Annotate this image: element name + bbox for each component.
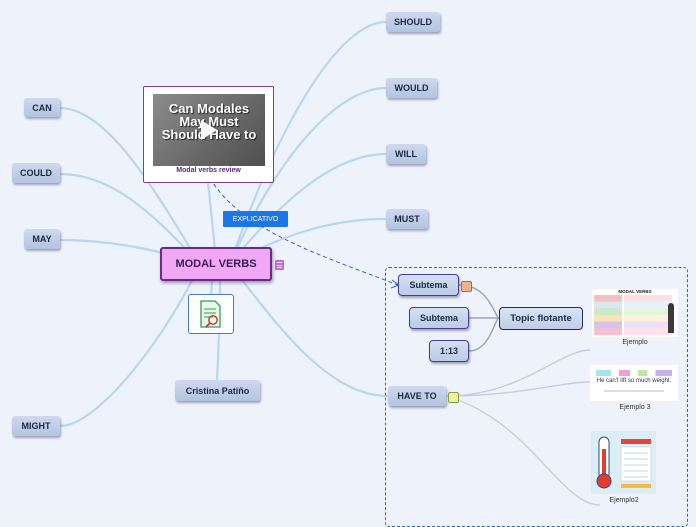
branch-could xyxy=(58,172,202,266)
subtopic-3[interactable]: 1:13 xyxy=(429,340,469,362)
explicativo-tag[interactable]: EXPLICATIVO xyxy=(223,211,288,227)
topic-will[interactable]: WILL xyxy=(386,144,426,164)
central-topic[interactable]: MODAL VERBS xyxy=(160,247,272,281)
ejemplo3-sentence: He can't lift so much weight. xyxy=(596,378,672,384)
branch-have-to xyxy=(228,262,390,398)
subtopic-1-icon xyxy=(461,281,472,292)
image-ejemplo3[interactable]: He can't lift so much weight. xyxy=(590,365,678,401)
floating-topic[interactable]: Topic flotante xyxy=(499,307,583,330)
line-ejemplo2 xyxy=(445,395,601,506)
video-thumbnail: Can Modales May Must Should Have to xyxy=(153,94,265,166)
video-caption: Modal verbs review xyxy=(176,167,241,174)
caption-ejemplo: Ejemplo xyxy=(622,339,648,346)
video-card[interactable]: Can Modales May Must Should Have to Moda… xyxy=(143,86,274,183)
caption-ejemplo3: Ejemplo 3 xyxy=(619,404,651,411)
topic-may[interactable]: MAY xyxy=(24,229,60,249)
subtopic-2[interactable]: Subtema xyxy=(409,307,469,329)
topic-would[interactable]: WOULD xyxy=(386,78,437,98)
attachment-card[interactable] xyxy=(188,294,234,334)
topic-should[interactable]: SHOULD xyxy=(386,12,440,32)
branch-doc xyxy=(209,279,214,296)
topic-could[interactable]: COULD xyxy=(12,163,60,183)
topic-must[interactable]: MUST xyxy=(386,209,428,229)
author-topic[interactable]: Cristina Patiño xyxy=(175,380,260,401)
topic-might[interactable]: MIGHT xyxy=(12,416,60,436)
branch-can xyxy=(58,106,202,266)
branch-will xyxy=(228,152,388,266)
line-ejemplo xyxy=(445,381,591,397)
branch-should xyxy=(228,20,388,266)
document-search-icon xyxy=(200,300,221,328)
image-ejemplo[interactable]: MODAL VERBS xyxy=(592,289,678,337)
notes-icon[interactable] xyxy=(275,260,284,270)
topic-can[interactable]: CAN xyxy=(24,98,60,117)
branch-video xyxy=(206,181,217,252)
image-ejemplo2[interactable] xyxy=(591,431,656,494)
dashed-link xyxy=(209,177,399,286)
line-ejemplo3 xyxy=(445,349,591,397)
float-line-3 xyxy=(468,317,500,352)
branch-might xyxy=(58,262,202,428)
ejemplo-image-title: MODAL VERBS xyxy=(618,289,652,294)
caption-ejemplo2: Ejemplo2 xyxy=(609,497,639,504)
play-icon[interactable] xyxy=(199,118,219,142)
branch-author xyxy=(215,279,222,382)
topic-have-to[interactable]: HAVE TO xyxy=(388,386,446,406)
have-to-icon xyxy=(448,392,459,403)
subtopic-1[interactable]: Subtema xyxy=(398,274,459,296)
thermometer-icon xyxy=(596,436,652,489)
